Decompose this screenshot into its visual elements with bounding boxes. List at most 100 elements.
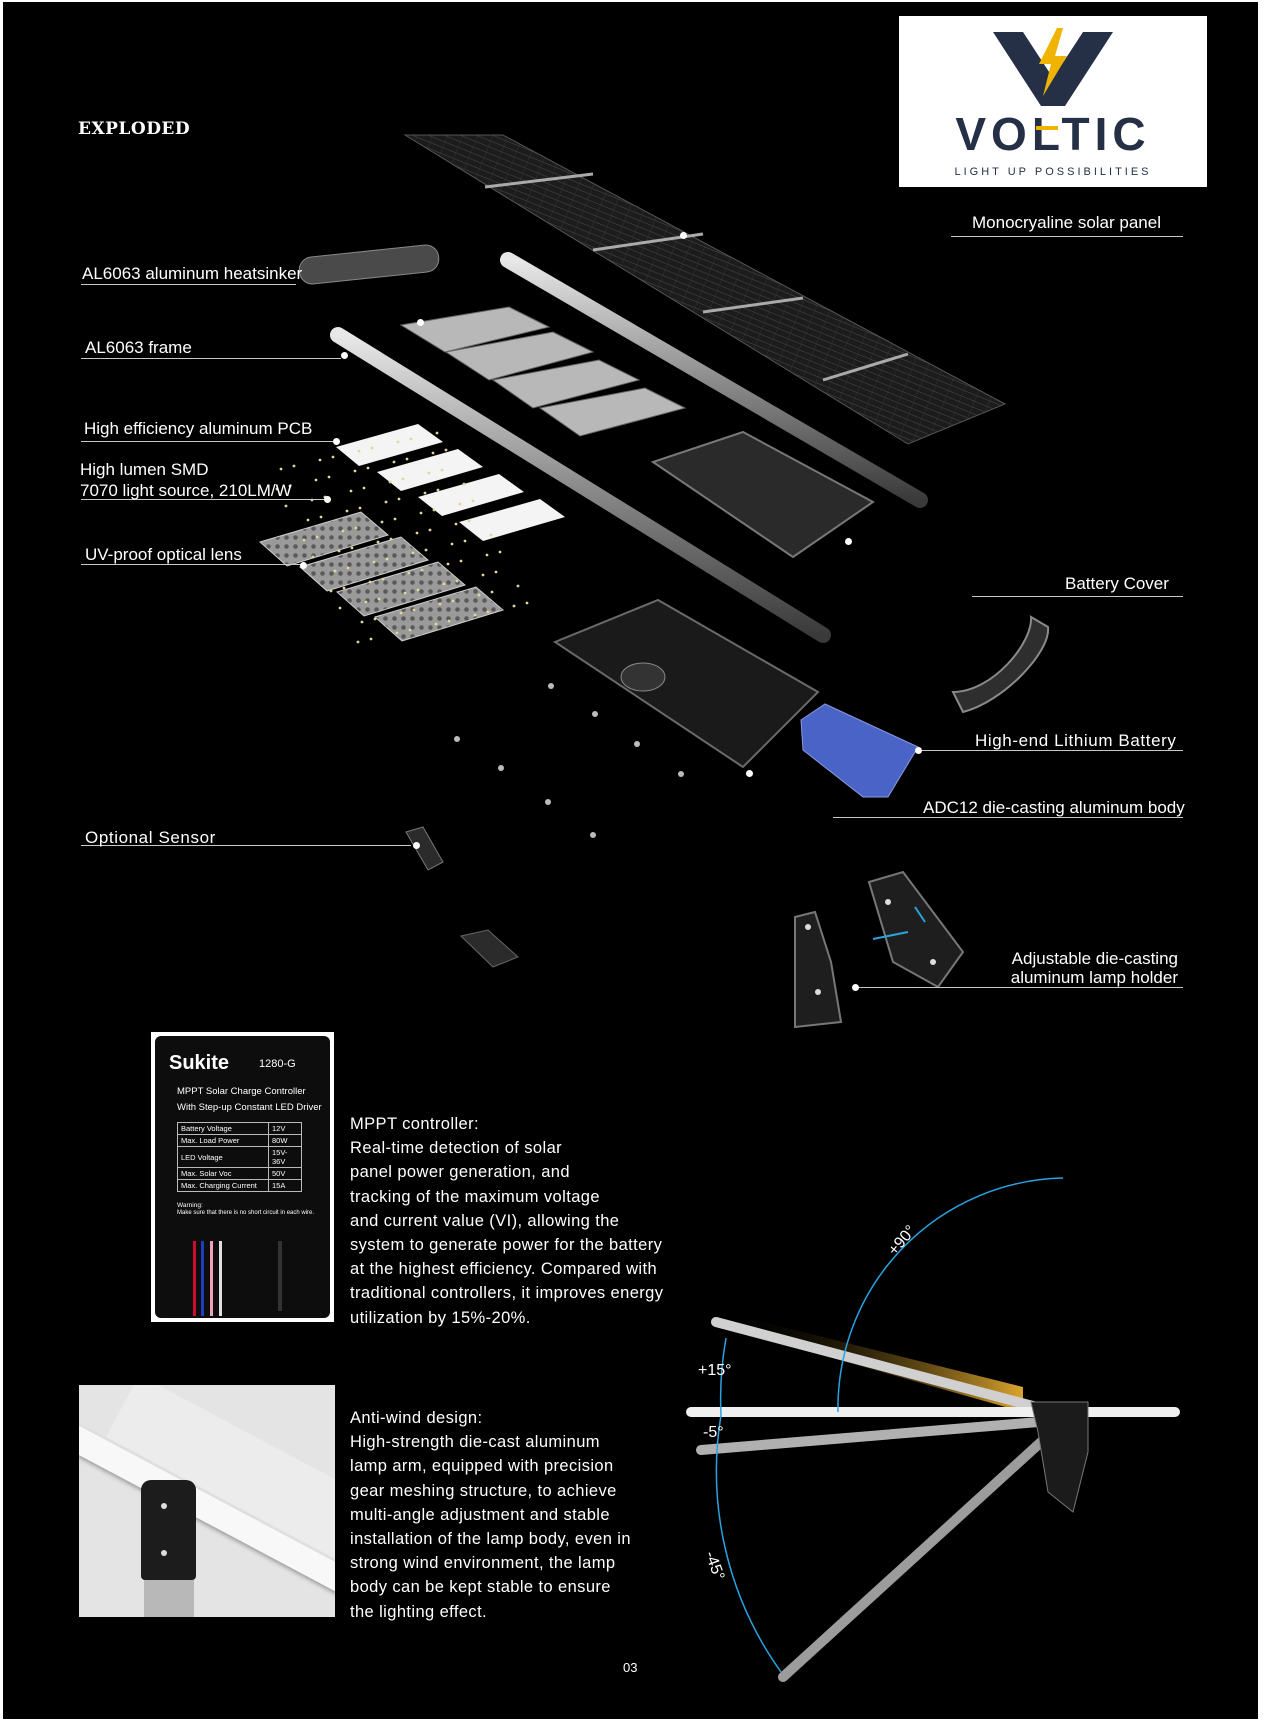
- frame-tube-main: [330, 327, 831, 643]
- label-heatsinker: AL6063 aluminum heatsinker: [82, 264, 303, 283]
- smd-led-dot: [315, 535, 319, 539]
- mppt-line: system to generate power for the battery: [350, 1236, 663, 1255]
- smd-led-dot: [516, 584, 520, 588]
- sensor-dot: [413, 842, 420, 849]
- die-cast-body-graphic: [552, 598, 820, 769]
- smd-led-dot: [423, 491, 427, 495]
- voltic-logo-mark: VOLTIC LIGHT UP POSSIBILITIES: [954, 28, 1151, 178]
- smd-led-dot: [392, 460, 396, 464]
- smd-led-dot: [455, 579, 459, 583]
- smd-led-dot: [369, 637, 373, 641]
- lamp-holder-graphic: [794, 870, 965, 1029]
- sensor-leader: [81, 845, 411, 846]
- smd-led-dot: [490, 590, 494, 594]
- smd-led-dot: [486, 610, 490, 614]
- holder-dot: [852, 984, 859, 991]
- lens-dot: [300, 562, 307, 569]
- solar-panel-leader: [951, 236, 1183, 237]
- label-holder-line1: Adjustable die-casting: [1011, 949, 1178, 968]
- smd-led-dot: [405, 457, 409, 461]
- smd-led-dot: [436, 488, 440, 492]
- smd-led-dot: [381, 577, 385, 581]
- smd-led-dot: [345, 509, 349, 513]
- smd-led-dot: [525, 601, 529, 605]
- wind-line: body can be kept stable to ensure: [350, 1578, 611, 1597]
- smd-led-dot: [393, 517, 397, 521]
- label-holder-line2: aluminum lamp holder: [1010, 968, 1178, 987]
- smd-dot: [324, 496, 331, 503]
- section-heading: EXPLODED: [78, 119, 191, 139]
- wind-line: strong wind environment, the lamp: [350, 1554, 616, 1573]
- logo-brand-text: VOLTIC: [955, 108, 1150, 160]
- smd-led-dot: [415, 531, 419, 535]
- battery-dot: [915, 747, 922, 754]
- mppt-controller-photo: Sukite 1280-G MPPT Solar Charge Controll…: [151, 1032, 334, 1322]
- smd-led-dot: [284, 504, 288, 508]
- smd-led-dot: [368, 580, 372, 584]
- smd-led-dot: [411, 551, 415, 555]
- angle-diagram: [686, 1051, 1180, 1682]
- anti-wind-holder-photo: [79, 1385, 335, 1617]
- spec-value: 80W: [268, 1134, 302, 1147]
- sensor-cover-graphic: [459, 929, 519, 968]
- lens-leader: [81, 564, 301, 565]
- mppt-description: MPPT controller:Real-time detection of s…: [350, 1112, 663, 1330]
- smd-led-dot: [302, 538, 306, 542]
- mppt-line: utilization by 15%-20%.: [350, 1308, 531, 1327]
- spec-value: 15V-36V: [268, 1146, 302, 1168]
- heatsink-fins: [399, 306, 687, 437]
- smd-led-dot: [349, 489, 353, 493]
- smd-led-dot: [489, 533, 493, 537]
- smd-led-dot: [396, 440, 400, 444]
- smd-led-dot: [360, 620, 364, 624]
- smd-led-dot: [342, 586, 346, 590]
- solar-panel-dot: [680, 232, 687, 239]
- logo-tagline: LIGHT UP POSSIBILITIES: [954, 166, 1151, 178]
- smd-led-dot: [366, 466, 370, 470]
- smd-led-dot: [512, 604, 516, 608]
- smd-leader: [81, 499, 327, 500]
- controller-brand: Sukite: [169, 1052, 230, 1074]
- smd-led-dot: [314, 478, 318, 482]
- smd-led-dot: [389, 537, 393, 541]
- label-smd-line1: High lumen SMD: [80, 460, 209, 479]
- smd-led-dot: [494, 570, 498, 574]
- smd-led-dot: [447, 619, 451, 623]
- mppt-line: MPPT controller:: [350, 1115, 479, 1133]
- smd-led-dot: [438, 602, 442, 606]
- body-leader: [833, 817, 1183, 818]
- smd-led-dot: [446, 562, 450, 566]
- label-battery: High-end Lithium Battery: [975, 731, 1177, 750]
- smd-led-dot: [275, 487, 279, 491]
- pcb-dot: [333, 438, 340, 445]
- angle-label-minus5: -5°: [703, 1424, 724, 1441]
- spec-name: Max. Load Power: [177, 1134, 269, 1147]
- page-sheet: EXPLODED VOLTIC LIGHT UP POSSIBILITIES: [3, 2, 1258, 1719]
- controller-title-line1: MPPT Solar Charge Controller: [177, 1086, 306, 1097]
- smd-led-dot: [432, 508, 436, 512]
- spec-name: Max. Solar Voc: [177, 1167, 269, 1180]
- pcb-boards: [336, 424, 565, 541]
- mppt-line: panel power generation, and: [350, 1163, 570, 1182]
- label-battery-cover: Battery Cover: [1065, 574, 1169, 593]
- smd-led-dot: [358, 506, 362, 510]
- smd-led-dot: [319, 515, 323, 519]
- mppt-line: and current value (VI), allowing the: [350, 1211, 620, 1230]
- lithium-battery-graphic: [800, 703, 919, 798]
- smd-led-dot: [353, 469, 357, 473]
- smd-led-dot: [401, 477, 405, 481]
- smd-led-dot: [435, 431, 439, 435]
- smd-led-dot: [373, 617, 377, 621]
- smd-led-dot: [450, 542, 454, 546]
- spec-value: 15A: [268, 1179, 302, 1192]
- wind-line: gear meshing structure, to achieve: [350, 1481, 617, 1500]
- screws: [454, 683, 684, 838]
- smd-led-dot: [434, 622, 438, 626]
- smd-led-dot: [337, 549, 341, 553]
- smd-led-dot: [380, 520, 384, 524]
- optical-lenses: [258, 511, 505, 642]
- smd-led-dot: [444, 448, 448, 452]
- wind-line: installation of the lamp body, even in: [350, 1530, 631, 1549]
